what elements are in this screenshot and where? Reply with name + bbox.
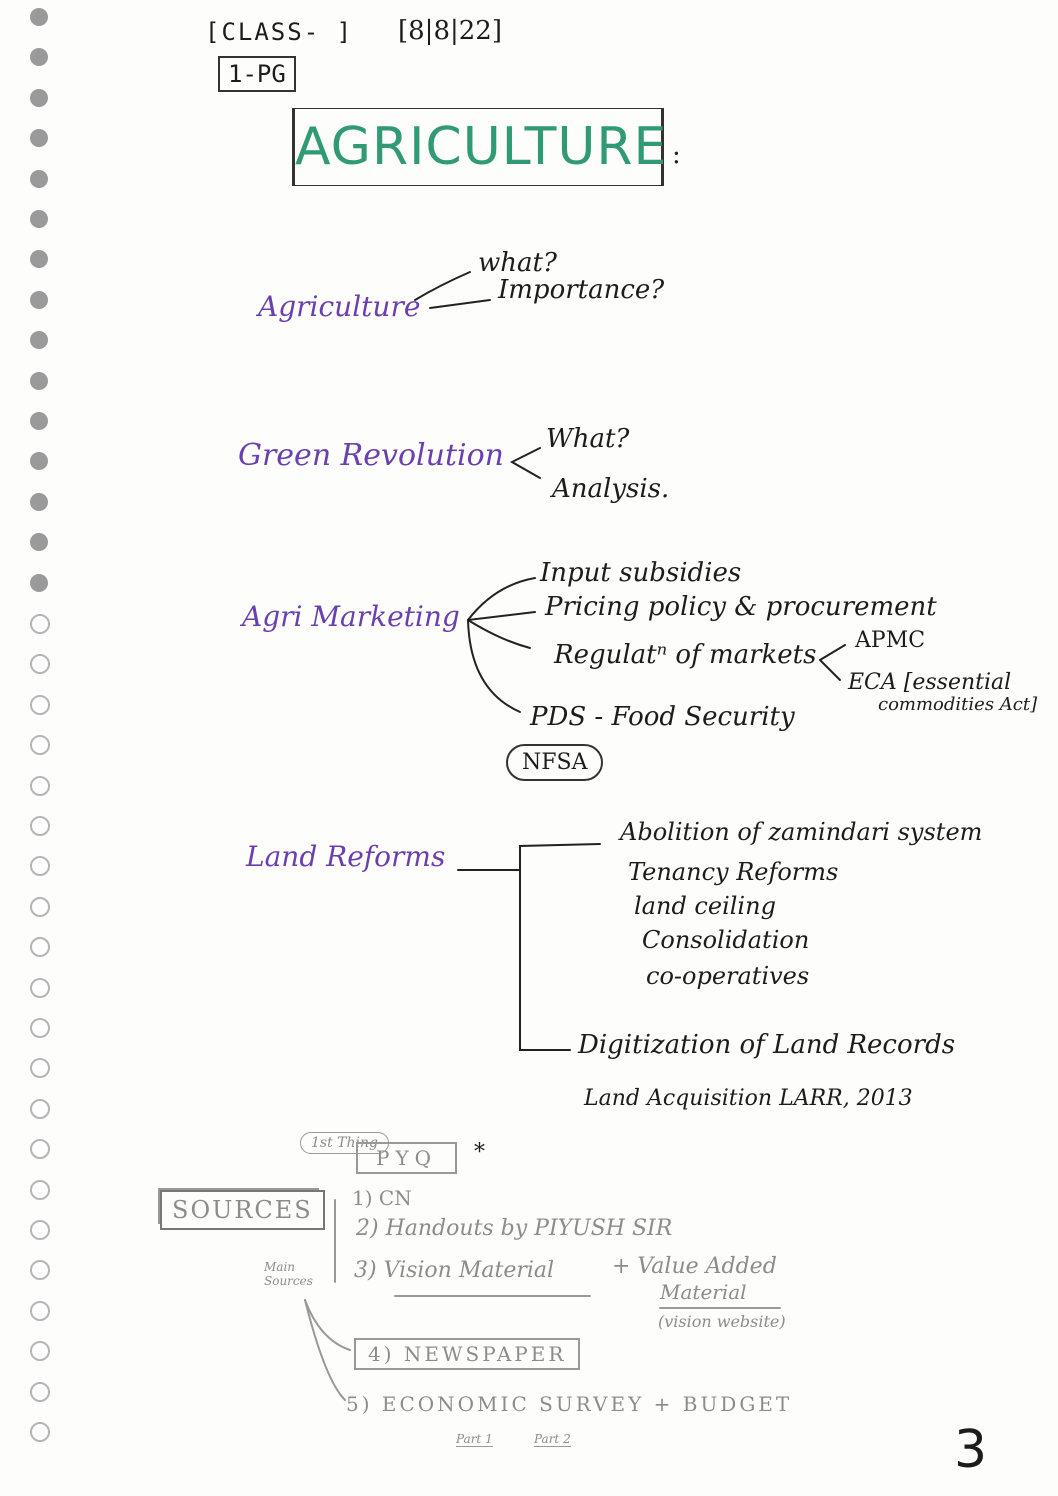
binding-hole [30,775,50,796]
binding-hole [30,735,50,756]
source-material: Material [660,1280,747,1304]
topic-land-reforms: Land Reforms [246,840,446,873]
topic-agriculture: Agriculture [258,290,421,323]
date: [8|8|22] [398,16,502,46]
source-vision-website: (vision website) [658,1312,786,1331]
binding-hole [30,290,48,309]
binding-hole [30,1341,50,1362]
agri-marketing-regulation: Regulatⁿ of markets [554,640,817,670]
binding-hole [30,452,48,471]
topic-agri-marketing: Agri Marketing [242,600,460,633]
binding-hole [30,169,48,188]
binding-hole [30,1422,50,1442]
binding-hole [30,614,50,634]
land-reforms-digitization: Digitization of Land Records [578,1030,956,1060]
binding-hole [30,88,48,107]
agriculture-what: what? [478,248,557,278]
main-sources-note: Main Sources [264,1260,313,1288]
binding-hole [30,250,48,269]
spiral-binding-holes [0,0,80,1496]
binding-hole [30,1179,50,1200]
binding-hole [30,1139,50,1160]
agriculture-importance: Importance? [498,275,665,305]
land-reforms-consolidation: Consolidation [642,926,810,954]
class-value: 1-PG [218,56,296,92]
agri-marketing-input-subsidies: Input subsidies [540,558,742,588]
binding-hole [30,856,50,877]
land-reforms-zamindari: Abolition of zamindari system [620,818,983,846]
binding-hole [30,1018,50,1038]
binding-hole [30,1220,50,1240]
agri-marketing-eca-2: commodities Act] [878,694,1038,715]
pyq-box: PYQ [356,1142,458,1174]
agri-marketing-pds: PDS - Food Security [530,702,795,732]
binding-hole [30,654,50,675]
class-label: [CLASS- ] [205,18,354,46]
title-colon: : [672,140,681,170]
binding-hole [30,816,50,836]
binding-hole [30,129,48,148]
binding-hole [30,896,50,917]
binding-hole [30,1260,50,1281]
agri-marketing-apmc: APMC [855,628,926,653]
binding-hole [30,1058,50,1079]
source-value-added: + Value Added [612,1254,777,1279]
land-reforms-cooperatives: co-operatives [646,962,810,990]
binding-hole [30,1300,50,1321]
binding-hole [30,492,48,511]
sources-box: SOURCES [160,1190,325,1230]
binding-hole [30,533,48,552]
green-revolution-analysis: Analysis. [552,474,670,504]
topic-green-revolution: Green Revolution [238,438,504,473]
nfsa-badge: NFSA [506,744,604,781]
binding-hole [30,937,50,958]
green-revolution-what: What? [546,424,630,454]
binding-hole [30,210,48,228]
source-cn: 1) CN [352,1186,412,1210]
binding-hole [30,977,50,998]
land-reforms-larr: Land Acquisition LARR, 2013 [584,1086,913,1111]
land-reforms-ceiling: land ceiling [634,892,776,920]
binding-hole [30,694,50,715]
binding-hole [30,1098,50,1119]
pyq-star: * [474,1140,485,1165]
binding-hole [30,331,48,350]
page-title: AGRICULTURE [292,108,666,186]
binding-hole [30,412,48,430]
agri-marketing-eca: ECA [essential [848,670,1012,695]
page-number: 3 [954,1420,988,1480]
source-newspaper: 4) NEWSPAPER [354,1338,581,1370]
source-part-1: Part 1 [456,1432,493,1447]
binding-hole [30,8,48,26]
binding-hole [30,371,48,390]
land-reforms-tenancy: Tenancy Reforms [628,858,839,886]
binding-hole [30,1381,50,1402]
source-handouts: 2) Handouts by PIYUSH SIR [356,1216,673,1241]
source-vision: 3) Vision Material [354,1258,555,1283]
binding-hole [30,573,48,592]
source-economic-survey: 5) ECONOMIC SURVEY + BUDGET [346,1392,793,1416]
agri-marketing-pricing: Pricing policy & procurement [545,592,937,622]
source-part-2: Part 2 [534,1432,571,1447]
binding-hole [30,48,48,67]
